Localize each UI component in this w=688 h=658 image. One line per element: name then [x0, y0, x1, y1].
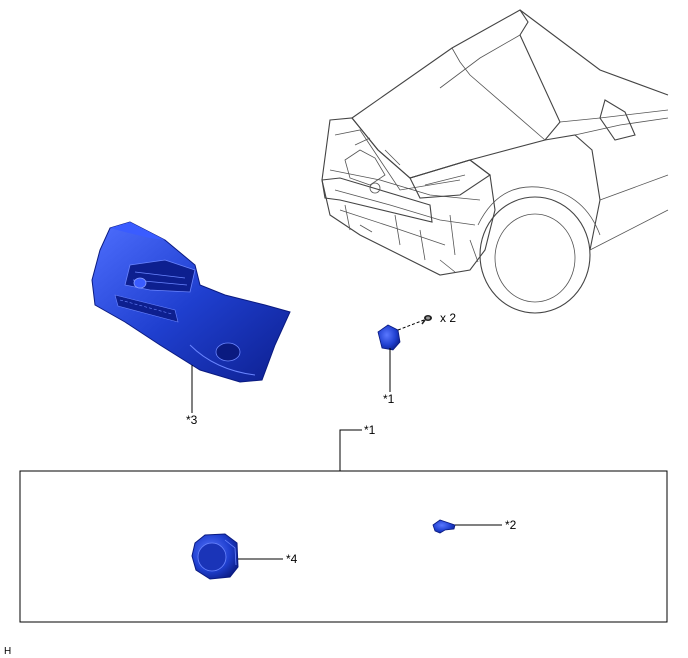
leader-line-detail-box [339, 429, 362, 471]
label-corner-code: H [4, 646, 11, 657]
label-bumper: *3 [186, 413, 198, 427]
bolt-dashed-line [397, 319, 425, 331]
label-foglamp-car: *1 [383, 392, 395, 406]
fog-lamp-small [377, 324, 401, 351]
label-detail-box: *1 [364, 423, 376, 437]
fog-lamp-assembly-part [191, 533, 239, 580]
label-bolt-count: x 2 [440, 311, 456, 325]
detail-box [19, 470, 668, 623]
bolt-icon [421, 315, 432, 325]
front-bumper-part [91, 221, 291, 383]
label-foglamp-assembly: *4 [286, 552, 298, 566]
bracket-part [432, 519, 456, 534]
vehicle-outline [321, 9, 669, 314]
label-bracket: *2 [505, 518, 517, 532]
